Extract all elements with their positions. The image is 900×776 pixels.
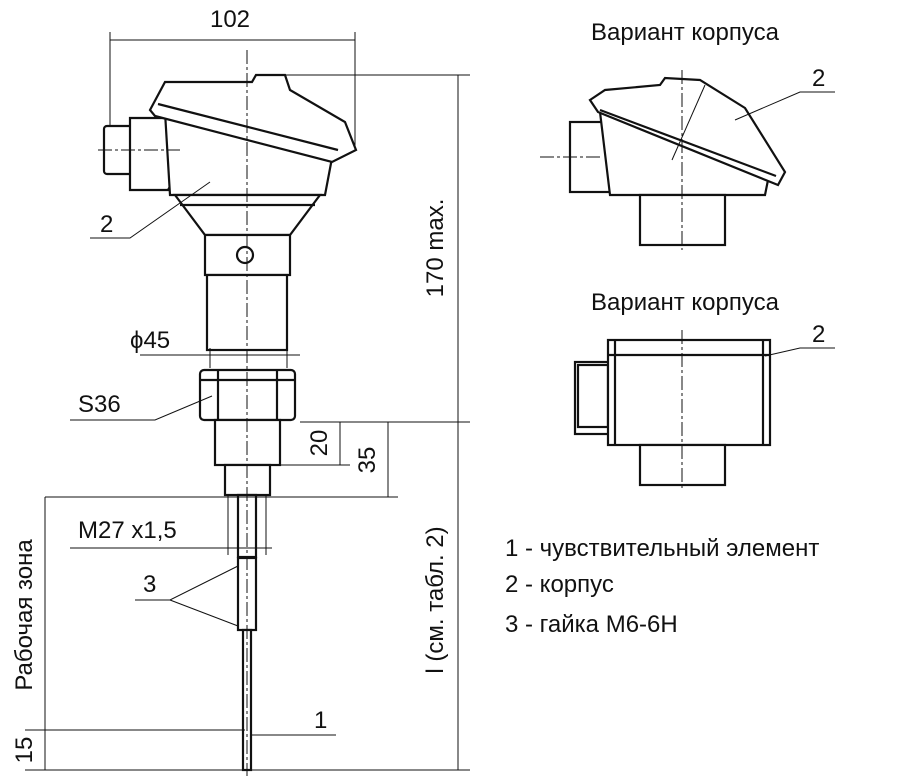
callout-2-variant2: 2 <box>812 321 825 348</box>
dim-20: 20 <box>306 430 333 457</box>
variant-1-title: Вариант корпуса <box>591 19 780 46</box>
dim-15: 15 <box>11 737 38 764</box>
callout-3: 3 <box>143 571 156 598</box>
legend-item-3: 3 - гайка М6-6Н <box>505 611 678 638</box>
dim-length-l: l (см. табл. 2) <box>422 526 449 673</box>
dim-s36: S36 <box>78 391 121 418</box>
callout-2-variant1: 2 <box>812 65 825 92</box>
dim-170-max: 170 max. <box>422 199 449 298</box>
legend-item-2: 2 - корпус <box>505 571 614 598</box>
main-head <box>98 50 358 776</box>
dim-thread: M27 x1,5 <box>78 517 177 544</box>
dim-102: 102 <box>210 6 250 33</box>
dimension-lines <box>25 32 470 771</box>
dim-diam-45: ϕ45 <box>130 327 170 354</box>
legend-item-1: 1 - чувствительный элемент <box>505 535 819 562</box>
dim-working-zone: Рабочая зона <box>11 539 38 691</box>
variant-1-drawing <box>540 70 835 250</box>
variant-2-drawing <box>573 330 835 490</box>
dim-35: 35 <box>354 447 381 474</box>
callout-1: 1 <box>314 707 327 734</box>
callout-2-main: 2 <box>100 211 113 238</box>
variant-2-title: Вариант корпуса <box>591 289 780 316</box>
